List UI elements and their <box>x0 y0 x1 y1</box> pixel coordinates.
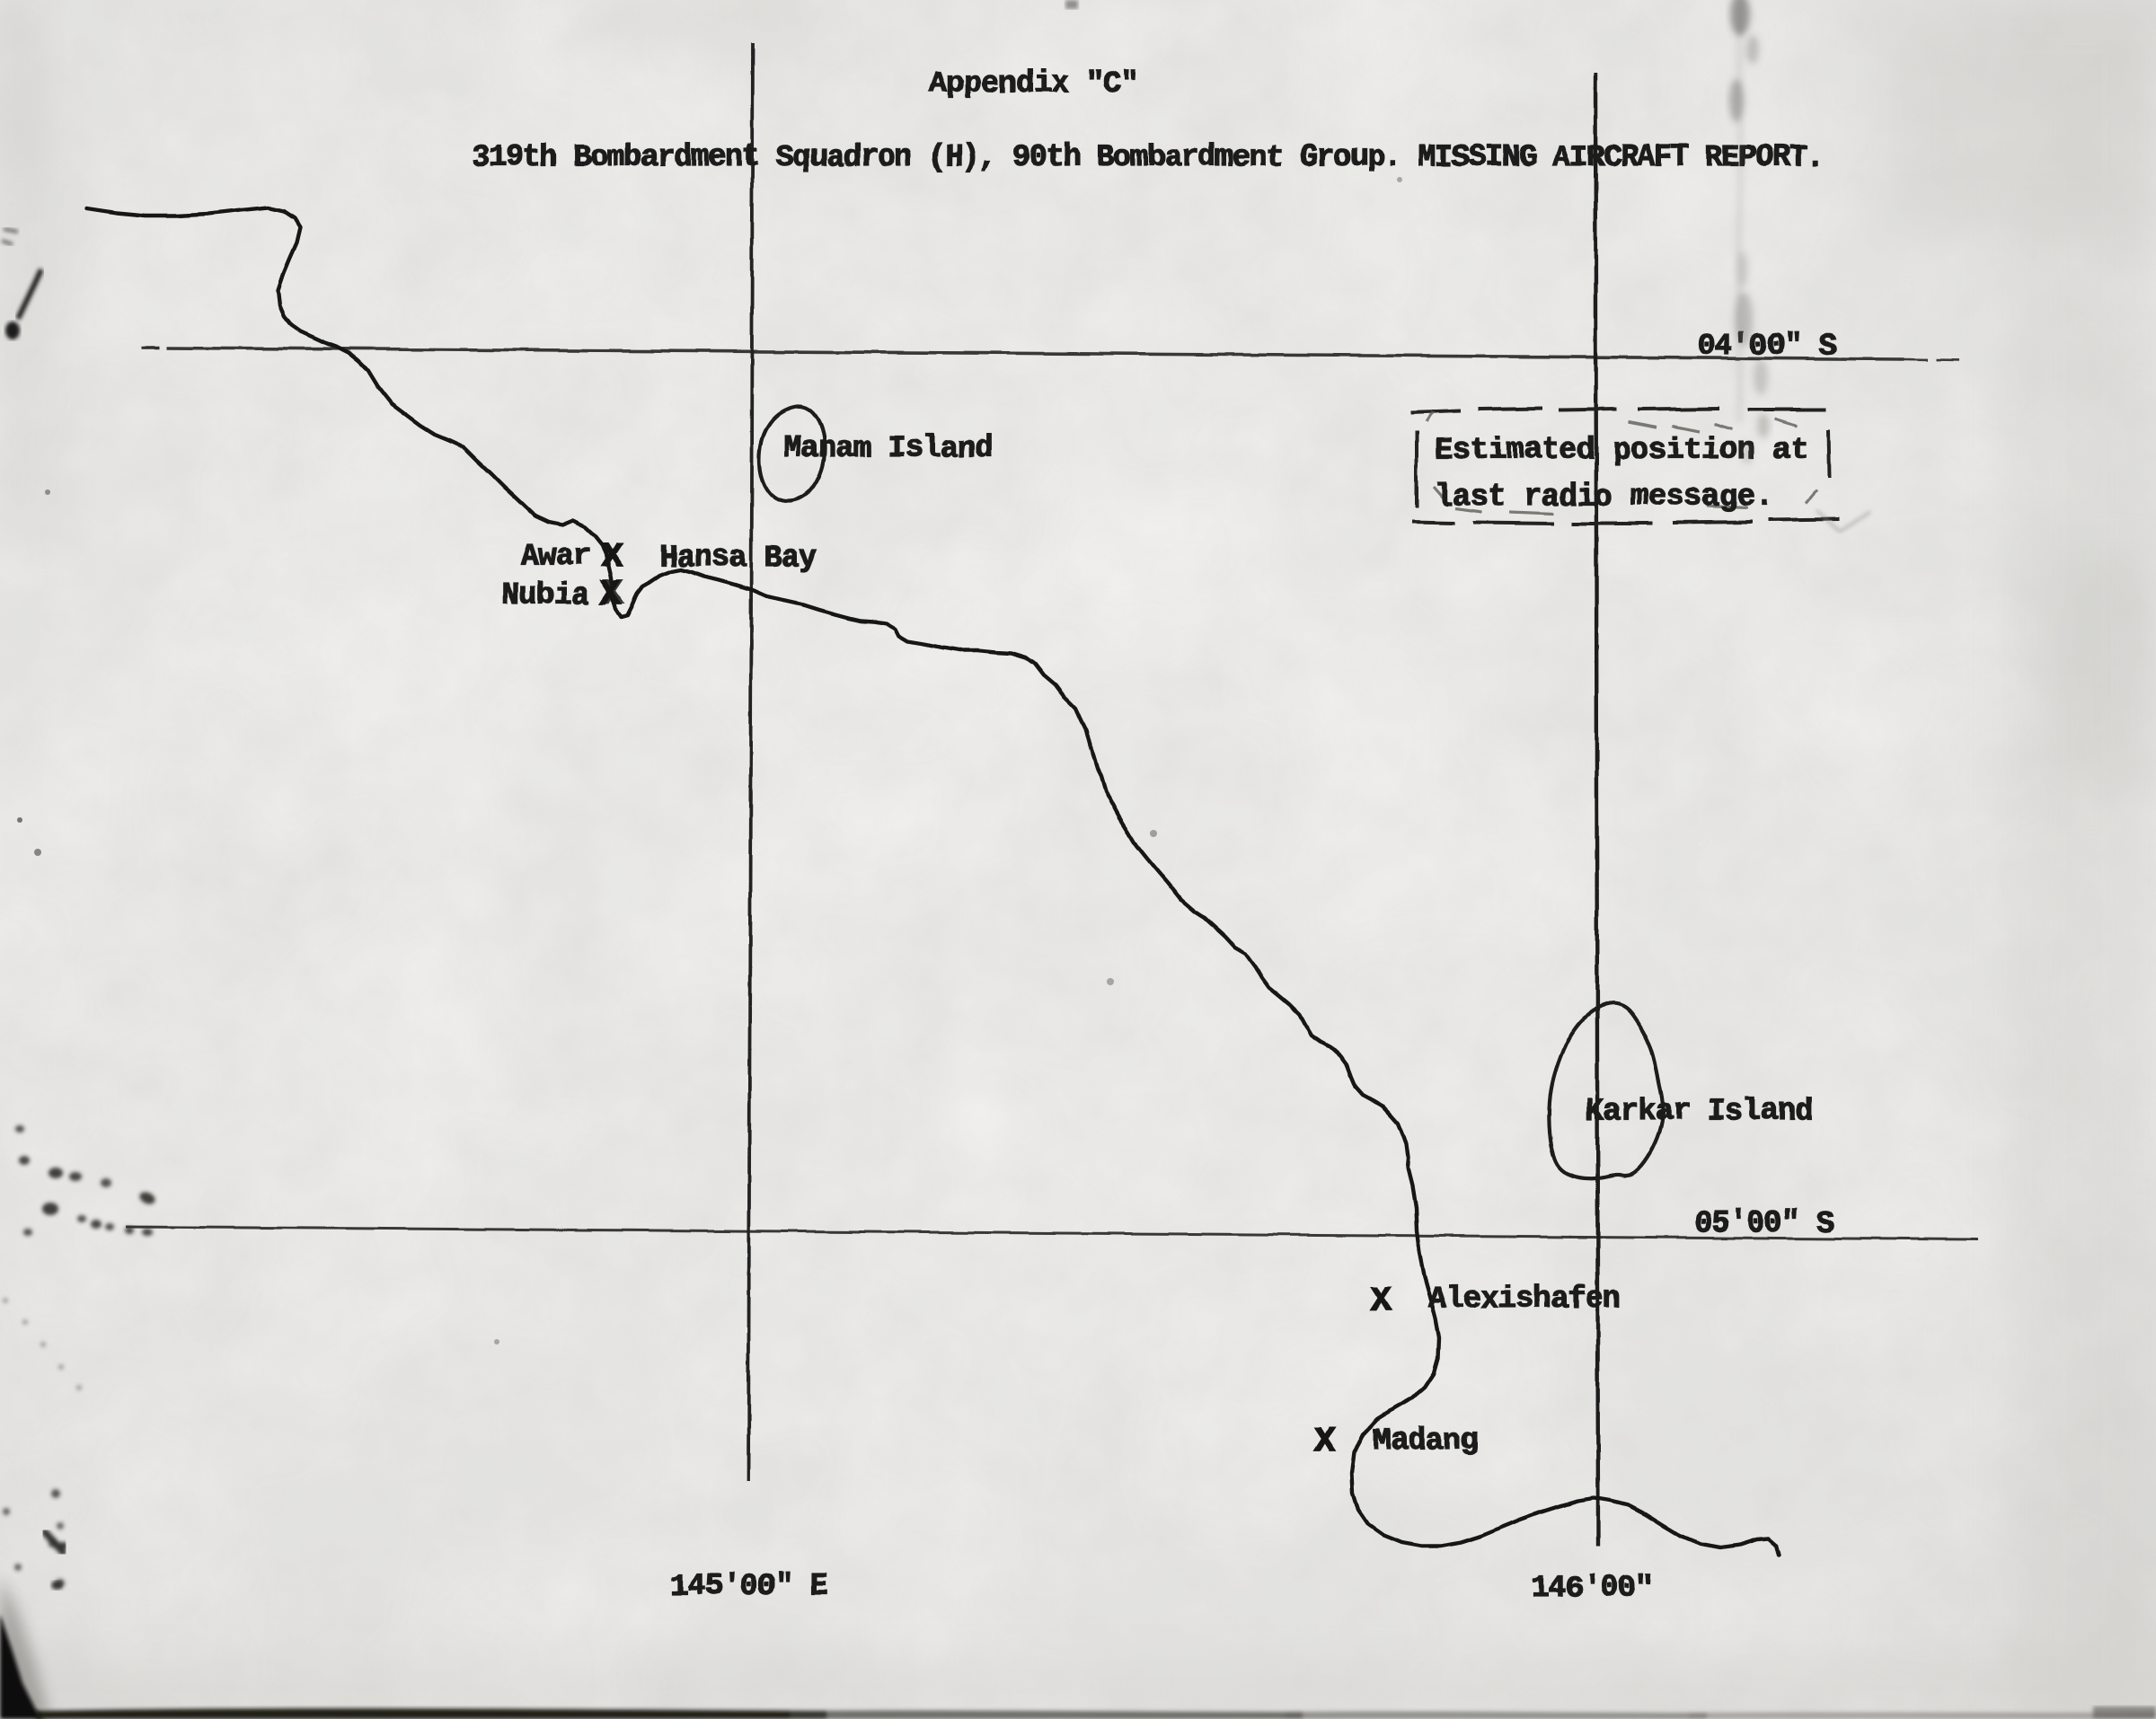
svg-text:Awar: Awar <box>521 540 591 574</box>
svg-text:Alexishafen: Alexishafen <box>1428 1283 1620 1317</box>
svg-text:X: X <box>602 538 623 577</box>
svg-text:Manam Island: Manam Island <box>783 432 993 466</box>
svg-text:319th Bombardment Squadron (H): 319th Bombardment Squadron (H), 90th Bom… <box>472 141 1823 175</box>
svg-text:04'00" S: 04'00" S <box>1697 330 1837 364</box>
svg-text:146'00": 146'00" <box>1531 1572 1653 1606</box>
svg-text:X: X <box>600 576 621 614</box>
svg-text:X: X <box>603 575 623 613</box>
svg-text:X: X <box>1314 1423 1335 1461</box>
svg-text:Hansa Bay: Hansa Bay <box>659 542 817 576</box>
svg-text:05'00" S: 05'00" S <box>1694 1207 1834 1241</box>
svg-text:Nubia: Nubia <box>501 579 589 613</box>
svg-text:last radio message.: last radio message. <box>1435 480 1772 515</box>
svg-text:Madang: Madang <box>1373 1424 1477 1459</box>
svg-text:Appendix "C": Appendix "C" <box>929 67 1138 101</box>
svg-text:145'00" E: 145'00" E <box>670 1570 827 1604</box>
svg-text:X: X <box>1371 1282 1392 1320</box>
svg-text:Karkar Island: Karkar Island <box>1586 1095 1812 1129</box>
